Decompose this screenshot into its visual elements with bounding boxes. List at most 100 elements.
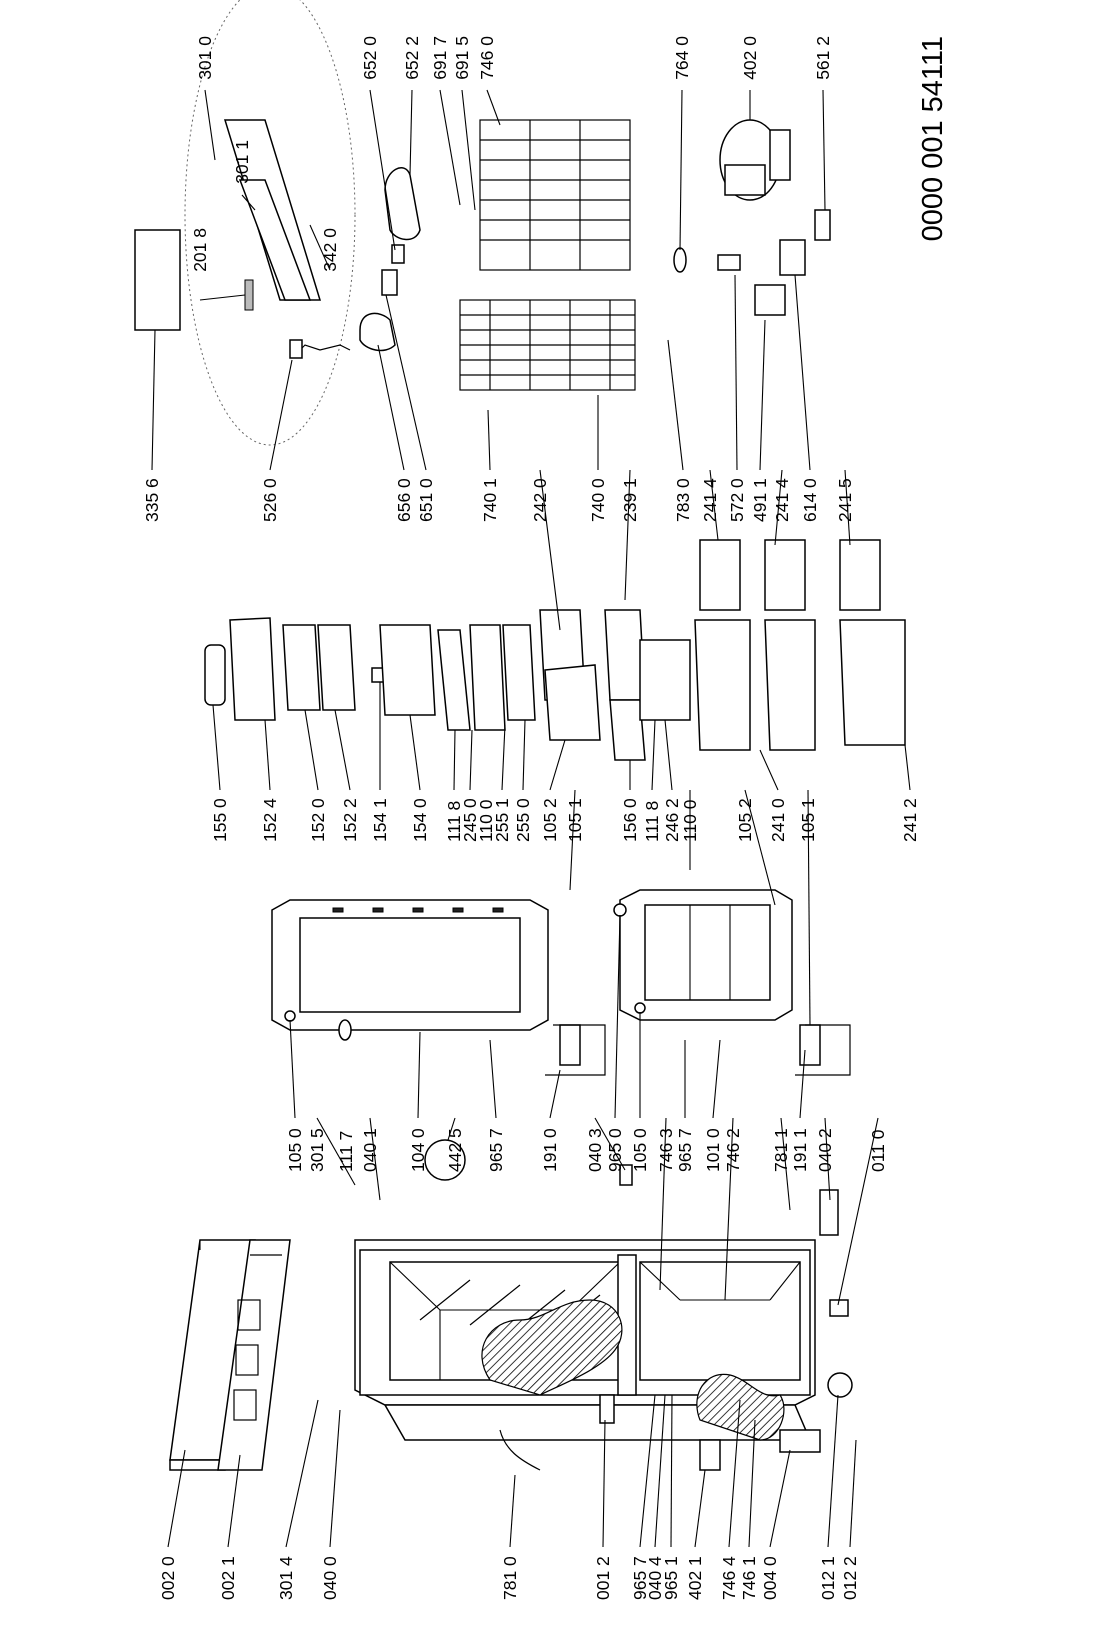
- label-105-2-a: 105 2: [540, 798, 560, 842]
- label-746-3: 746 3: [656, 1128, 676, 1172]
- label-746-4: 746 4: [719, 1556, 739, 1600]
- label-301-1: 301 1: [232, 140, 252, 184]
- label-746-1: 746 1: [739, 1556, 759, 1600]
- label-656-0: 656 0: [394, 478, 414, 522]
- compressor-402-0: [719, 119, 791, 201]
- label-614-0: 614 0: [800, 478, 820, 522]
- label-105-1-b: 105 1: [798, 798, 818, 842]
- label-965-0: 965 0: [605, 1128, 625, 1172]
- bottom-small-parts: [284, 903, 853, 1471]
- label-246-2: 246 2: [662, 798, 682, 842]
- label-764-0: 764 0: [672, 36, 692, 80]
- label-152-4: 152 4: [260, 798, 280, 842]
- label-651-0: 651 0: [416, 478, 436, 522]
- label-191-1: 191 1: [790, 1128, 810, 1172]
- label-154-1: 154 1: [370, 798, 390, 842]
- evaporators: [459, 119, 636, 391]
- part-labels: 002 0 002 1 301 4 040 0 781 0 001 2 965 …: [142, 36, 949, 1600]
- leader-lines: [151, 89, 911, 1548]
- label-255-1: 255 1: [492, 798, 512, 842]
- label-111-7: 111 7: [336, 1131, 356, 1172]
- worktop-002-0: [169, 1239, 256, 1471]
- label-241-2: 241 2: [900, 798, 920, 842]
- label-156-0: 156 0: [620, 798, 640, 842]
- drawers: [694, 539, 906, 751]
- label-105-0-a: 105 0: [285, 1128, 305, 1172]
- label-110-0-b: 110 0: [680, 799, 700, 842]
- label-691-5: 691 5: [452, 36, 472, 80]
- label-111-8-b: 111 8: [642, 801, 662, 842]
- control-panel-assembly: [134, 0, 356, 446]
- label-101-0: 101 0: [703, 1128, 723, 1172]
- label-105-0-b: 105 0: [630, 1128, 650, 1172]
- part-drawings: [134, 0, 906, 1471]
- label-152-0: 152 0: [308, 798, 328, 842]
- label-572-0: 572 0: [727, 478, 747, 522]
- label-245-0: 245 0: [460, 798, 480, 842]
- balconies: [204, 617, 436, 721]
- label-965-7-b: 965 7: [486, 1128, 506, 1172]
- label-011-0: 011 0: [868, 1129, 888, 1172]
- label-105-2-b: 105 2: [735, 798, 755, 842]
- label-402-1: 402 1: [685, 1556, 705, 1600]
- label-040-1: 040 1: [360, 1128, 380, 1172]
- label-402-0: 402 0: [740, 36, 760, 80]
- document-code: 0000 001 54111: [917, 36, 949, 241]
- label-002-0: 002 0: [158, 1556, 178, 1600]
- label-301-0: 301 0: [195, 36, 215, 80]
- label-241-4-a: 241 4: [700, 478, 720, 522]
- label-040-3: 040 3: [585, 1128, 605, 1172]
- label-652-0: 652 0: [360, 36, 380, 80]
- label-040-2: 040 2: [815, 1128, 835, 1172]
- label-335-6: 335 6: [142, 478, 162, 522]
- label-241-0: 241 0: [768, 798, 788, 842]
- label-491-1: 491 1: [750, 478, 770, 522]
- label-965-1: 965 1: [661, 1556, 681, 1600]
- label-242-0: 242 0: [530, 478, 550, 522]
- label-104-0: 104 0: [408, 1128, 428, 1172]
- label-652-2: 652 2: [402, 36, 422, 80]
- label-301-4: 301 4: [276, 1556, 296, 1600]
- label-004-0: 004 0: [760, 1556, 780, 1600]
- label-241-4-b: 241 4: [772, 478, 792, 522]
- label-965-7-a: 965 7: [630, 1556, 650, 1600]
- label-442-5: 442 5: [445, 1128, 465, 1172]
- door-frame-upper-104-0: [271, 899, 549, 1031]
- label-965-7-c: 965 7: [675, 1128, 695, 1172]
- label-783-0: 783 0: [673, 478, 693, 522]
- label-012-2: 012 2: [840, 1556, 860, 1600]
- label-746-2: 746 2: [723, 1128, 743, 1172]
- label-255-0: 255 0: [513, 798, 533, 842]
- label-201-8: 201 8: [190, 228, 210, 272]
- door-frame-lower-101-0: [619, 889, 793, 1021]
- label-155-0: 155 0: [210, 798, 230, 842]
- cabinet-004-0: [354, 1239, 821, 1453]
- label-105-1-a: 105 1: [565, 798, 585, 842]
- label-740-0: 740 0: [588, 478, 608, 522]
- label-001-2: 001 2: [593, 1556, 613, 1600]
- top-cover-002-1: [217, 1239, 291, 1471]
- label-110-0-a: 110 0: [476, 799, 496, 842]
- label-012-1: 012 1: [818, 1556, 838, 1600]
- label-241-5: 241 5: [835, 478, 855, 522]
- label-781-1: 781 1: [771, 1128, 791, 1172]
- label-342-0: 342 0: [320, 228, 340, 272]
- label-239-1: 239 1: [620, 478, 640, 522]
- label-301-5: 301 5: [307, 1128, 327, 1172]
- label-191-0: 191 0: [540, 1128, 560, 1172]
- label-781-0: 781 0: [500, 1556, 520, 1600]
- label-746-0: 746 0: [477, 36, 497, 80]
- label-002-1: 002 1: [218, 1556, 238, 1600]
- label-154-0: 154 0: [410, 798, 430, 842]
- label-740-1: 740 1: [480, 478, 500, 522]
- label-691-7: 691 7: [430, 36, 450, 80]
- label-561-2: 561 2: [813, 36, 833, 80]
- label-526-0: 526 0: [260, 478, 280, 522]
- lamp-and-thermostat-covers: [359, 167, 421, 352]
- label-152-2: 152 2: [340, 798, 360, 842]
- label-111-8-a: 111 8: [444, 801, 464, 842]
- label-040-4: 040 4: [645, 1556, 665, 1600]
- shelves: [437, 609, 691, 761]
